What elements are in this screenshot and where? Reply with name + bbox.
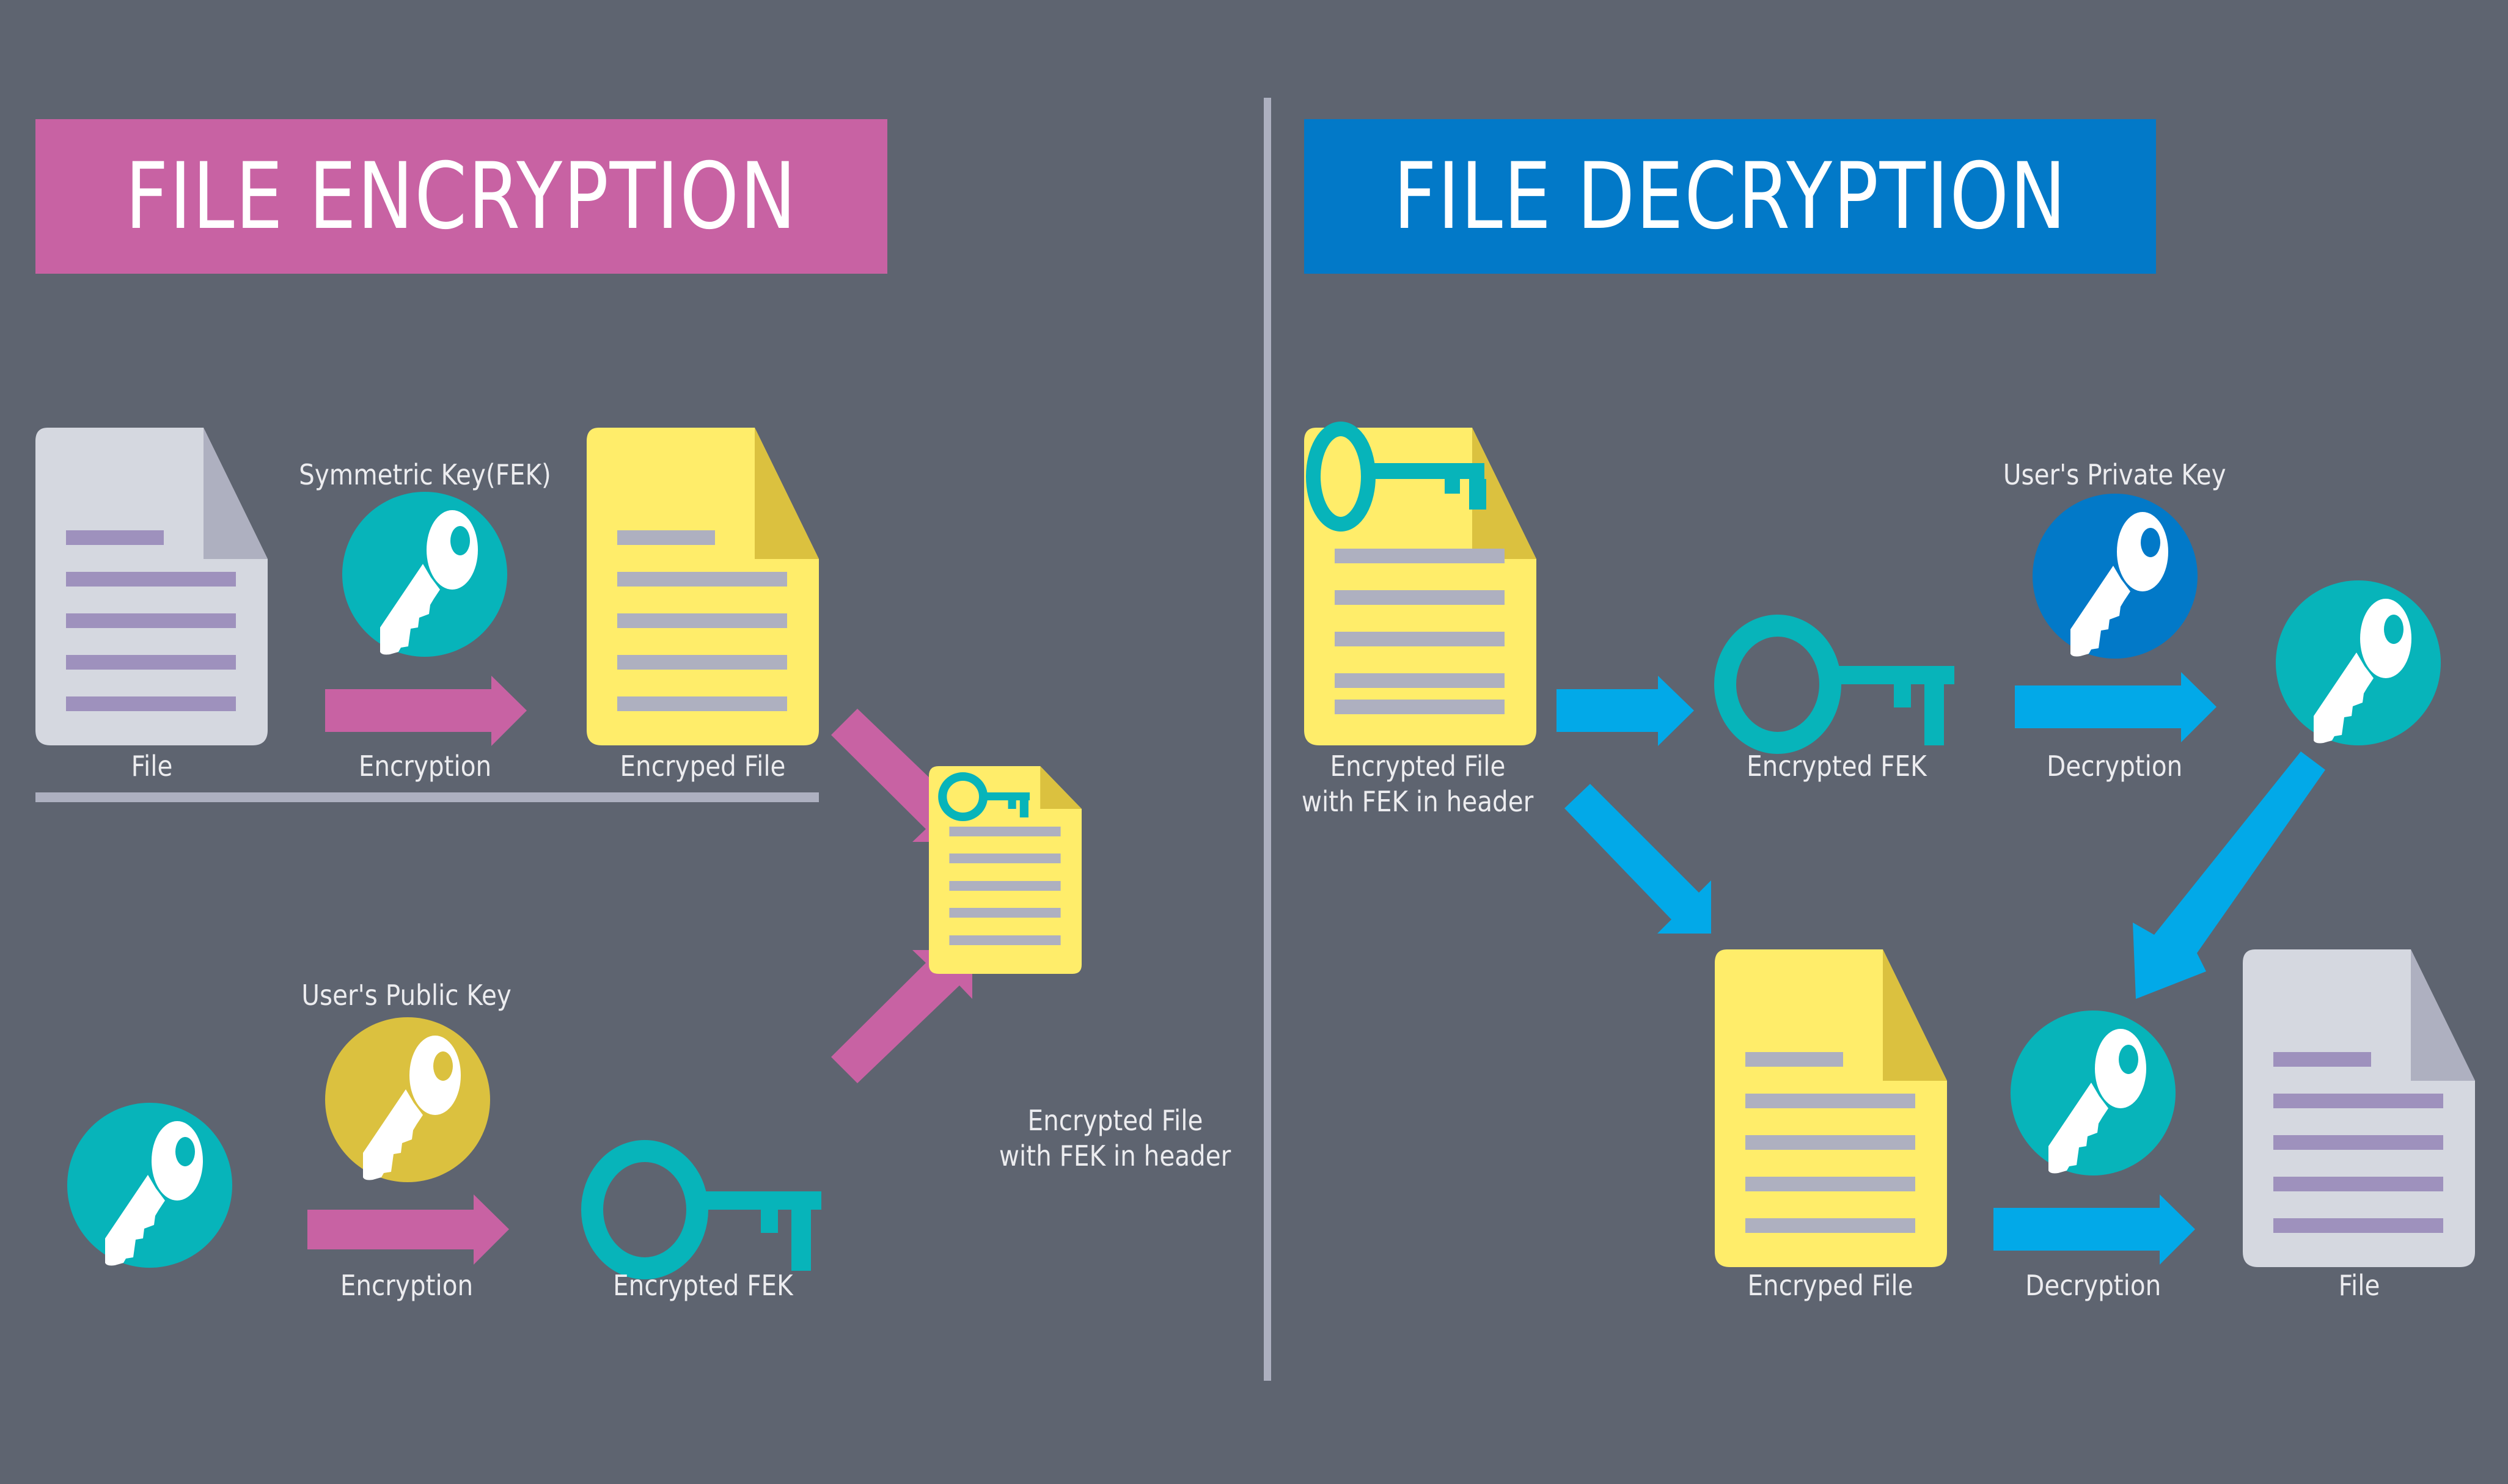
encrypted-file-with-fek-icon <box>929 766 1082 974</box>
public-key-badge-icon <box>325 1017 490 1182</box>
encryption-label-bottom: Encryption <box>340 1269 473 1302</box>
document-icon <box>2243 949 2475 1267</box>
document-icon <box>35 428 268 745</box>
decryption-title: FILE DECRYPTION <box>1393 143 2067 250</box>
arrow-right-icon <box>1557 676 1694 746</box>
encrypted-fek-label: Encrypted FEK <box>612 1269 793 1302</box>
encrypted-fek-key-icon <box>1714 615 1954 754</box>
encrypted-file-label: Encryped File <box>620 750 786 783</box>
file-label-dec: File <box>2338 1269 2380 1302</box>
encrypted-file-label-dec: Encryped File <box>1747 1269 1913 1302</box>
decryption-label-top: Decryption <box>2046 750 2183 783</box>
decryption-title-banner: FILE DECRYPTION <box>1304 119 2156 274</box>
decryption-label-bottom: Decryption <box>2025 1269 2162 1302</box>
encryption-label-top: Encryption <box>358 750 491 783</box>
encryption-title: FILE ENCRYPTION <box>125 143 798 250</box>
document-lines-extra <box>35 428 268 745</box>
encryption-title-banner: FILE ENCRYPTION <box>35 119 887 274</box>
decryption-arrow-icon <box>2015 672 2216 742</box>
encrypted-fek-key-icon <box>581 1140 821 1279</box>
encrypted-file-with-fek-icon <box>1304 422 1536 745</box>
user-key-badge-icon <box>67 1103 232 1268</box>
decryption-arrow-bottom-icon <box>1993 1194 2195 1265</box>
arrow-down-left-icon <box>2133 751 2325 999</box>
encryption-arrow-icon <box>325 676 527 746</box>
row-divider <box>35 792 819 802</box>
private-key-label: User's Private Key <box>2003 458 2226 491</box>
symmetric-key-label: Symmetric Key(FEK) <box>298 458 551 491</box>
arrow-up-right-icon <box>831 950 972 1083</box>
encryption-arrow-bottom-icon <box>307 1194 509 1265</box>
symmetric-key-badge-icon <box>342 492 507 657</box>
public-key-label: User's Public Key <box>301 979 512 1012</box>
decrypted-fek-badge-icon <box>2276 580 2441 745</box>
file-label: File <box>131 750 172 783</box>
encrypted-document-icon <box>587 428 819 745</box>
encrypted-document-icon <box>1715 949 1947 1267</box>
encrypted-fek-label-dec: Encrypted FEK <box>1746 750 1927 783</box>
arrow-down-right-icon <box>1564 784 1711 934</box>
section-divider <box>1264 98 1271 1381</box>
decryption-key-badge-icon <box>2011 1011 2176 1175</box>
private-key-badge-icon <box>2033 494 2198 659</box>
